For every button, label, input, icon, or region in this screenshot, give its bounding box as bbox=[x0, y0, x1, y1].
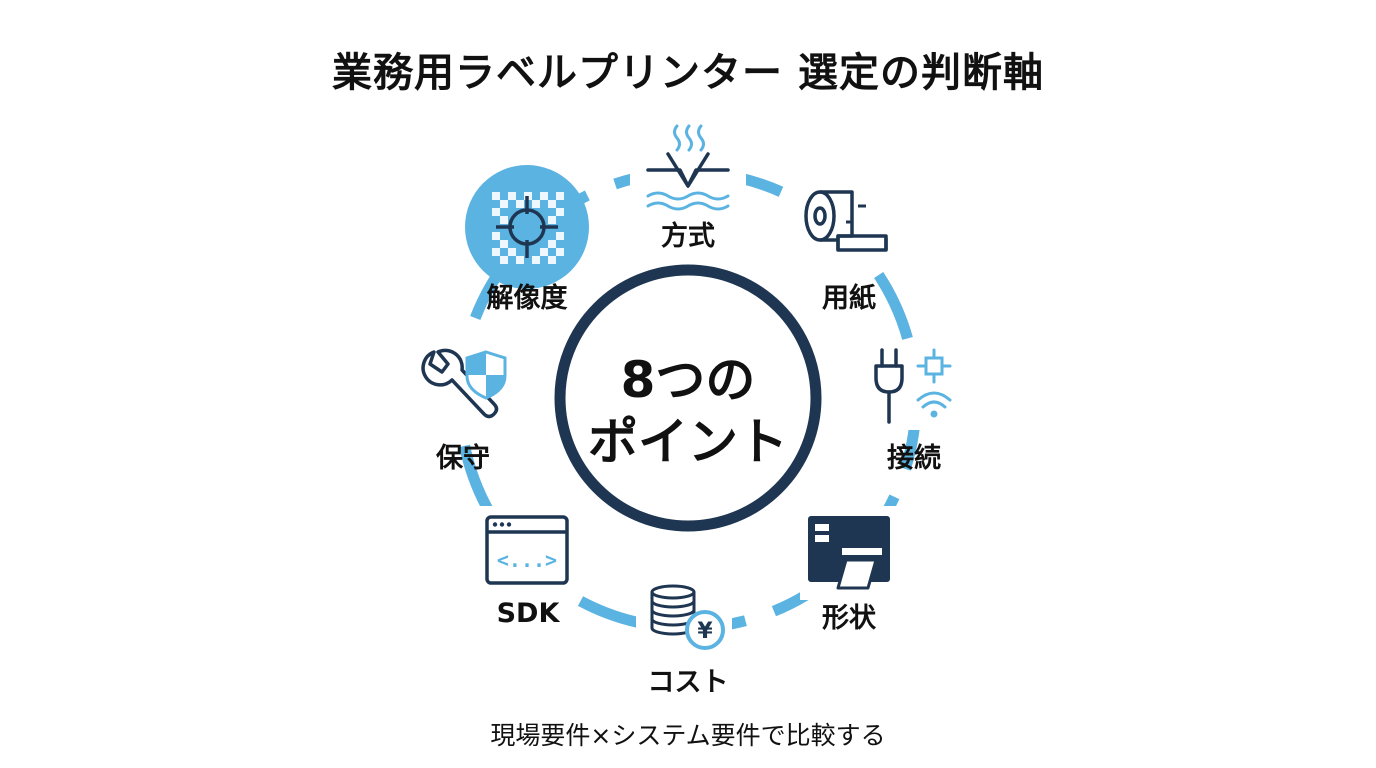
subtitle: 現場要件×システム要件で比較する bbox=[490, 721, 886, 750]
point-label-method: 方式 bbox=[661, 221, 715, 252]
coin-stack-yen-icon: ¥ bbox=[636, 574, 732, 652]
code-brackets-symbol: <...> bbox=[497, 548, 557, 572]
label-printer-icon bbox=[800, 506, 900, 600]
point-label-cost: コスト bbox=[647, 667, 729, 698]
point-label-maintenance: 保守 bbox=[436, 443, 490, 474]
point-label-resolution: 解像度 bbox=[486, 283, 568, 314]
point-label-paper: 用紙 bbox=[822, 283, 876, 314]
center-text-line2: ポイント bbox=[588, 413, 788, 471]
point-label-connection: 接続 bbox=[887, 443, 941, 474]
point-label-form-factor: 形状 bbox=[822, 603, 876, 634]
page-title: 業務用ラベルプリンター 選定の判断軸 bbox=[332, 50, 1044, 96]
wrench-shield-icon bbox=[412, 340, 516, 432]
resolution-target-icon bbox=[465, 165, 589, 289]
thermal-print-head-icon bbox=[630, 118, 746, 222]
paper-roll-icon bbox=[800, 180, 900, 262]
center-circle bbox=[554, 264, 822, 532]
code-window-icon: <...> bbox=[478, 506, 578, 596]
plug-network-wifi-icon bbox=[862, 342, 962, 430]
point-label-sdk: SDK bbox=[496, 598, 560, 629]
center-text-line1: 8つの bbox=[620, 351, 756, 409]
yen-symbol: ¥ bbox=[697, 619, 713, 644]
